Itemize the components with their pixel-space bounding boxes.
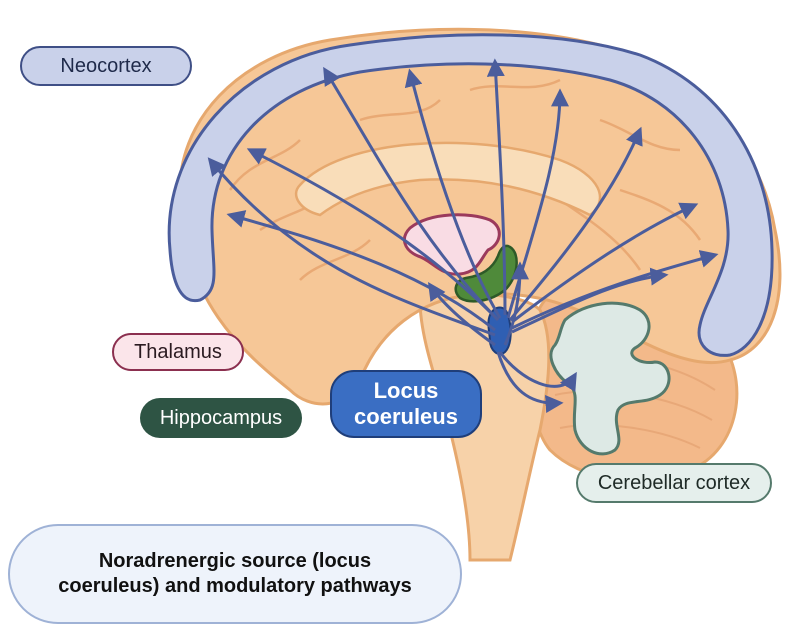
locus-coeruleus-label-line2: coeruleus (354, 404, 458, 429)
hippocampus-label: Hippocampus (140, 398, 302, 438)
locus-coeruleus-label-line1: Locus (373, 378, 439, 403)
cerebellar-cortex-label: Cerebellar cortex (576, 463, 772, 503)
hippocampus-shape (454, 244, 518, 303)
corpus-callosum (294, 141, 602, 217)
locus-coeruleus-label: Locus coeruleus (330, 370, 482, 438)
figure-caption: Noradrenergic source (locus coeruleus) a… (8, 524, 462, 624)
thalamus-label: Thalamus (112, 333, 244, 371)
pathway-arrows (207, 58, 719, 413)
neocortex-label: Neocortex (20, 46, 192, 86)
